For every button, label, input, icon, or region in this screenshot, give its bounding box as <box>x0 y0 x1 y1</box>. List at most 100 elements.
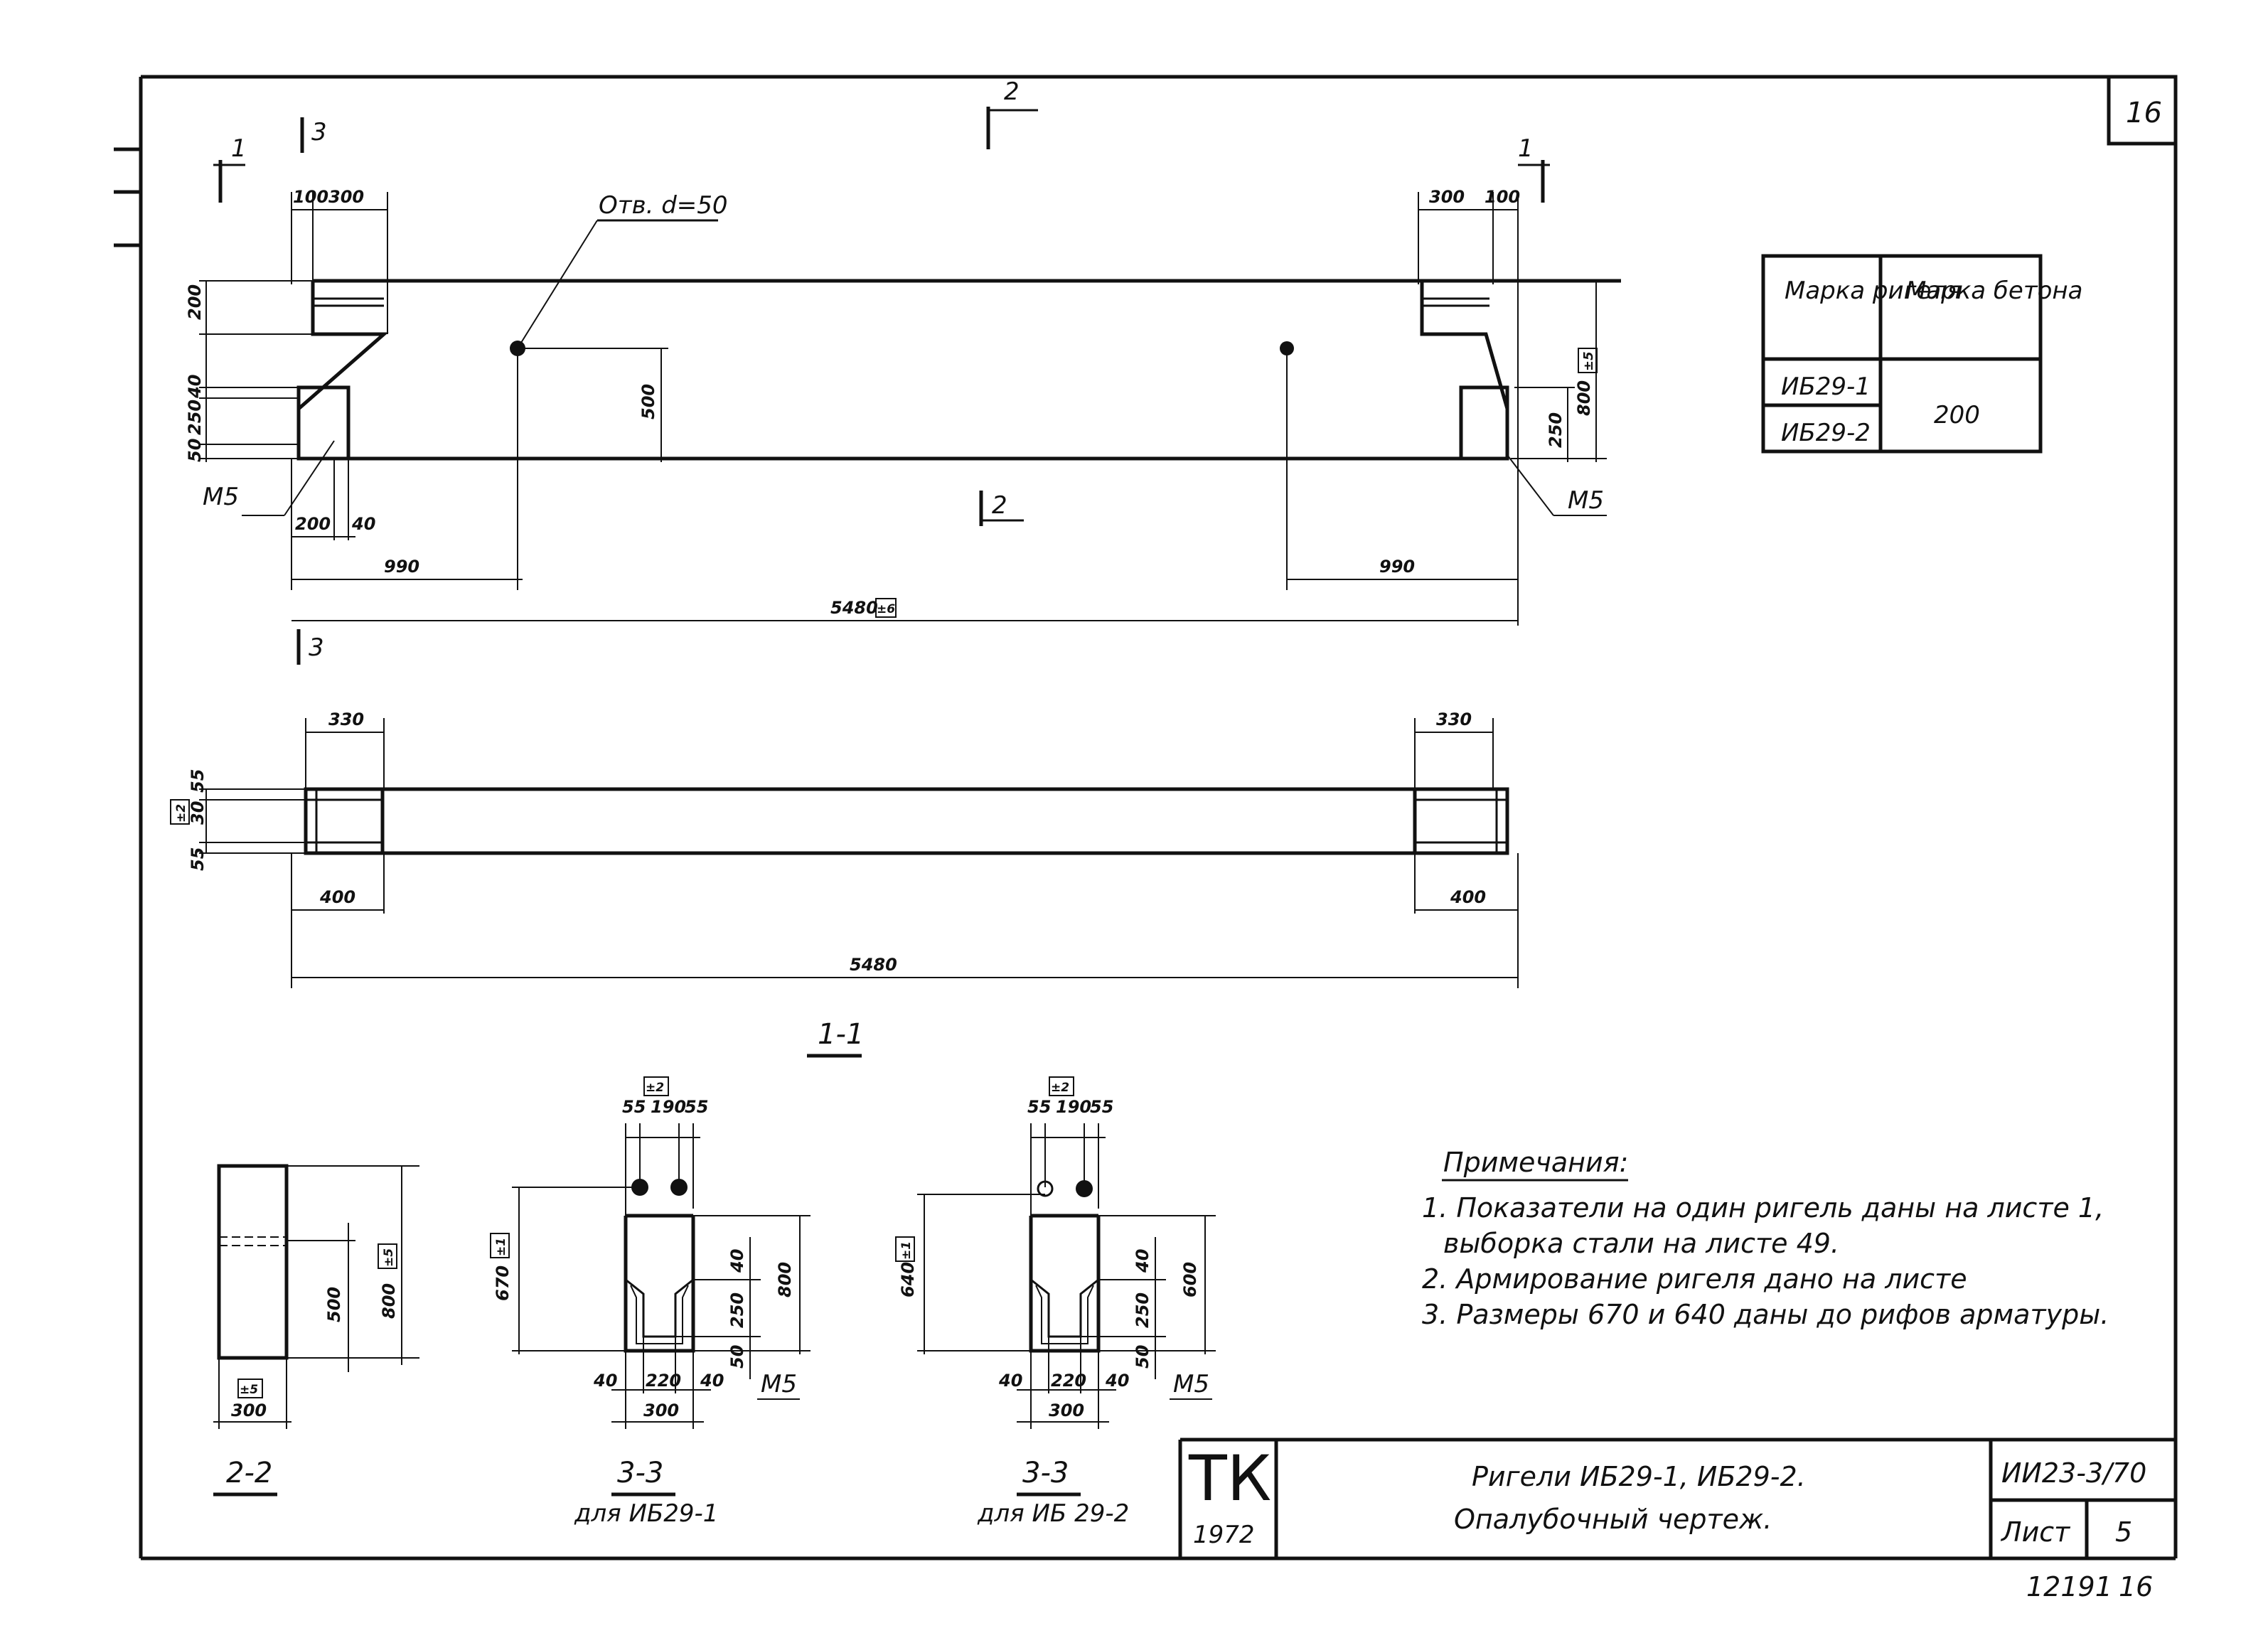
plan-dim-55a: 55 <box>188 769 208 793</box>
note-item-1: 1. Показатели на один ригель даны на лис… <box>1422 1192 2104 1224</box>
dim-right-800-tol: ±5 <box>1581 351 1596 371</box>
dim-total-5480: 5480 <box>830 598 878 618</box>
table-header-col2: Марка бетона <box>1905 277 2083 305</box>
section-3-3-ib29-2: 55 190 55 ±2 640 ±1 600 40 250 50 40 220… <box>895 1076 1216 1528</box>
section-3-3-b-label: 3-3 <box>1022 1457 1069 1489</box>
section-1-1-label: 1-1 <box>818 1018 864 1051</box>
notes-block: Примечания: 1. Показатели на один ригель… <box>1422 1147 2109 1330</box>
s33a-top-190: 190 <box>651 1097 686 1117</box>
title-year: 1972 <box>1193 1521 1255 1549</box>
dim-right-top-300: 300 <box>1429 187 1465 207</box>
s33b-b-300: 300 <box>1049 1401 1084 1420</box>
s33a-h-670-tol: ±1 <box>494 1238 508 1256</box>
note-item-3: 3. Размеры 670 и 640 даны до рифов армат… <box>1422 1299 2109 1330</box>
s33b-top-190: 190 <box>1056 1097 1091 1117</box>
s33a-b-300: 300 <box>643 1401 679 1420</box>
section22-dim-300-tol: ±5 <box>240 1383 258 1397</box>
s33a-h-800: 800 <box>775 1262 795 1297</box>
dim-right-250: 250 <box>1546 412 1566 448</box>
dim-left-200: 200 <box>185 284 205 320</box>
s33b-b-40b: 40 <box>1105 1371 1129 1391</box>
dim-total-tol: ±6 <box>877 602 895 616</box>
corner-sheet-number: 16 <box>2126 97 2162 129</box>
s33b-h-640-tol: ±1 <box>899 1241 914 1260</box>
section22-dim-300: 300 <box>231 1401 267 1420</box>
dim-left-250: 250 <box>185 400 205 435</box>
plan-dim-right-330: 330 <box>1436 710 1472 729</box>
plan-dim-55b: 55 <box>188 847 208 871</box>
dim-left-40: 40 <box>185 375 205 399</box>
dim-right-top-100: 100 <box>1485 187 1520 207</box>
dim-left-bottom-40: 40 <box>351 514 375 534</box>
s33b-m5: М5 <box>1173 1370 1209 1398</box>
s33a-b-40a: 40 <box>593 1371 617 1391</box>
sheet-number: 5 <box>2115 1516 2132 1548</box>
title-line-2: Опалубочный чертеж. <box>1454 1504 1772 1535</box>
section-2-bottom-mark: 2 <box>992 491 1007 520</box>
s33a-h-670: 670 <box>493 1265 513 1301</box>
section-1-left-mark: 1 <box>231 134 247 163</box>
title-line-1: Ригели ИБ29-1, ИБ29-2. <box>1472 1461 1806 1492</box>
table-row2-brand: ИБ29-2 <box>1781 419 1871 447</box>
title-block: ТК 1972 Ригели ИБ29-1, ИБ29-2. Опалубочн… <box>1178 1438 2176 1602</box>
s33b-h-50: 50 <box>1133 1345 1152 1369</box>
dim-left-bottom-200: 200 <box>295 514 331 534</box>
dim-center-500: 500 <box>638 384 658 419</box>
section-3-3-ib29-1: 55 190 55 ±2 670 ±1 800 40 250 50 40 220… <box>490 1076 811 1528</box>
section-2-2-label: 2-2 <box>226 1457 272 1489</box>
s33b-b-40a: 40 <box>998 1371 1022 1391</box>
corner-sheet-box: 16 <box>2107 75 2178 146</box>
s33b-top-55a: 55 <box>1027 1097 1051 1117</box>
section22-dim-800: 800 <box>379 1283 399 1319</box>
dim-left-50: 50 <box>185 439 205 462</box>
s33a-h-40: 40 <box>727 1249 747 1273</box>
section-3-3-b-sub: для ИБ 29-2 <box>977 1499 1129 1528</box>
section-3-3-a-label: 3-3 <box>617 1457 663 1489</box>
plan-dim-left-330: 330 <box>328 710 364 729</box>
s33b-top-55b: 55 <box>1090 1097 1113 1117</box>
s33a-top-55b: 55 <box>685 1097 708 1117</box>
s33b-h-640: 640 <box>898 1262 918 1297</box>
s33b-top-tol: ±2 <box>1051 1081 1069 1095</box>
s33b-h-250: 250 <box>1133 1292 1152 1328</box>
plan-view: 330 330 400 400 5480 55 30 55 ±2 1-1 <box>170 710 1519 1058</box>
rebar-right-icon <box>1076 1180 1093 1197</box>
s33b-h-40: 40 <box>1133 1249 1152 1273</box>
section-3-top-mark: 3 <box>311 118 327 146</box>
m5-right-label: М5 <box>1568 486 1604 515</box>
section22-dim-500: 500 <box>324 1287 344 1322</box>
s33b-h-600: 600 <box>1180 1262 1200 1297</box>
section22-dim-800-tol: ±5 <box>382 1248 396 1267</box>
s33a-b-40b: 40 <box>700 1371 724 1391</box>
drawing-code: ИИ23-3/70 <box>2001 1457 2146 1489</box>
table-concrete-grade: 200 <box>1934 401 1980 429</box>
section-3-bottom-mark: 3 <box>309 633 324 662</box>
plan-dim-right-400: 400 <box>1450 887 1486 907</box>
s33a-h-50: 50 <box>727 1345 747 1369</box>
m5-left-label: М5 <box>203 483 239 511</box>
archive-number: 12191 <box>2026 1571 2112 1602</box>
section-2-top-mark: 2 <box>1004 77 1020 106</box>
s33a-top-tol: ±2 <box>646 1081 664 1095</box>
dim-left-990: 990 <box>384 557 419 577</box>
dim-right-990: 990 <box>1379 557 1415 577</box>
plan-dim-tol: ±2 <box>174 804 188 823</box>
notes-title: Примечания: <box>1443 1147 1628 1178</box>
tk-logo: ТК <box>1188 1442 1271 1515</box>
table-header-col1: Марка ригеля <box>1785 277 1962 305</box>
sheet-label: Лист <box>2000 1516 2071 1548</box>
note-item-2: 2. Армирование ригеля дано на листе <box>1422 1263 1967 1295</box>
plan-dim-left-400: 400 <box>319 887 355 907</box>
hole-label: Отв. d=50 <box>599 191 728 220</box>
s33a-b-220: 220 <box>646 1371 681 1391</box>
dim-right-800: 800 <box>1574 380 1594 416</box>
s33a-m5: М5 <box>761 1370 797 1398</box>
dim-left-top-100: 100 <box>293 187 328 207</box>
s33a-h-250: 250 <box>727 1292 747 1328</box>
plan-dim-total-5480: 5480 <box>850 955 897 975</box>
table-row1-brand: ИБ29-1 <box>1781 373 1871 401</box>
section-1-right-mark: 1 <box>1518 134 1534 163</box>
elevation-view: Отв. d=50 100 300 300 100 200 40 250 50 … <box>185 187 1621 626</box>
archive-page: 16 <box>2119 1571 2153 1602</box>
